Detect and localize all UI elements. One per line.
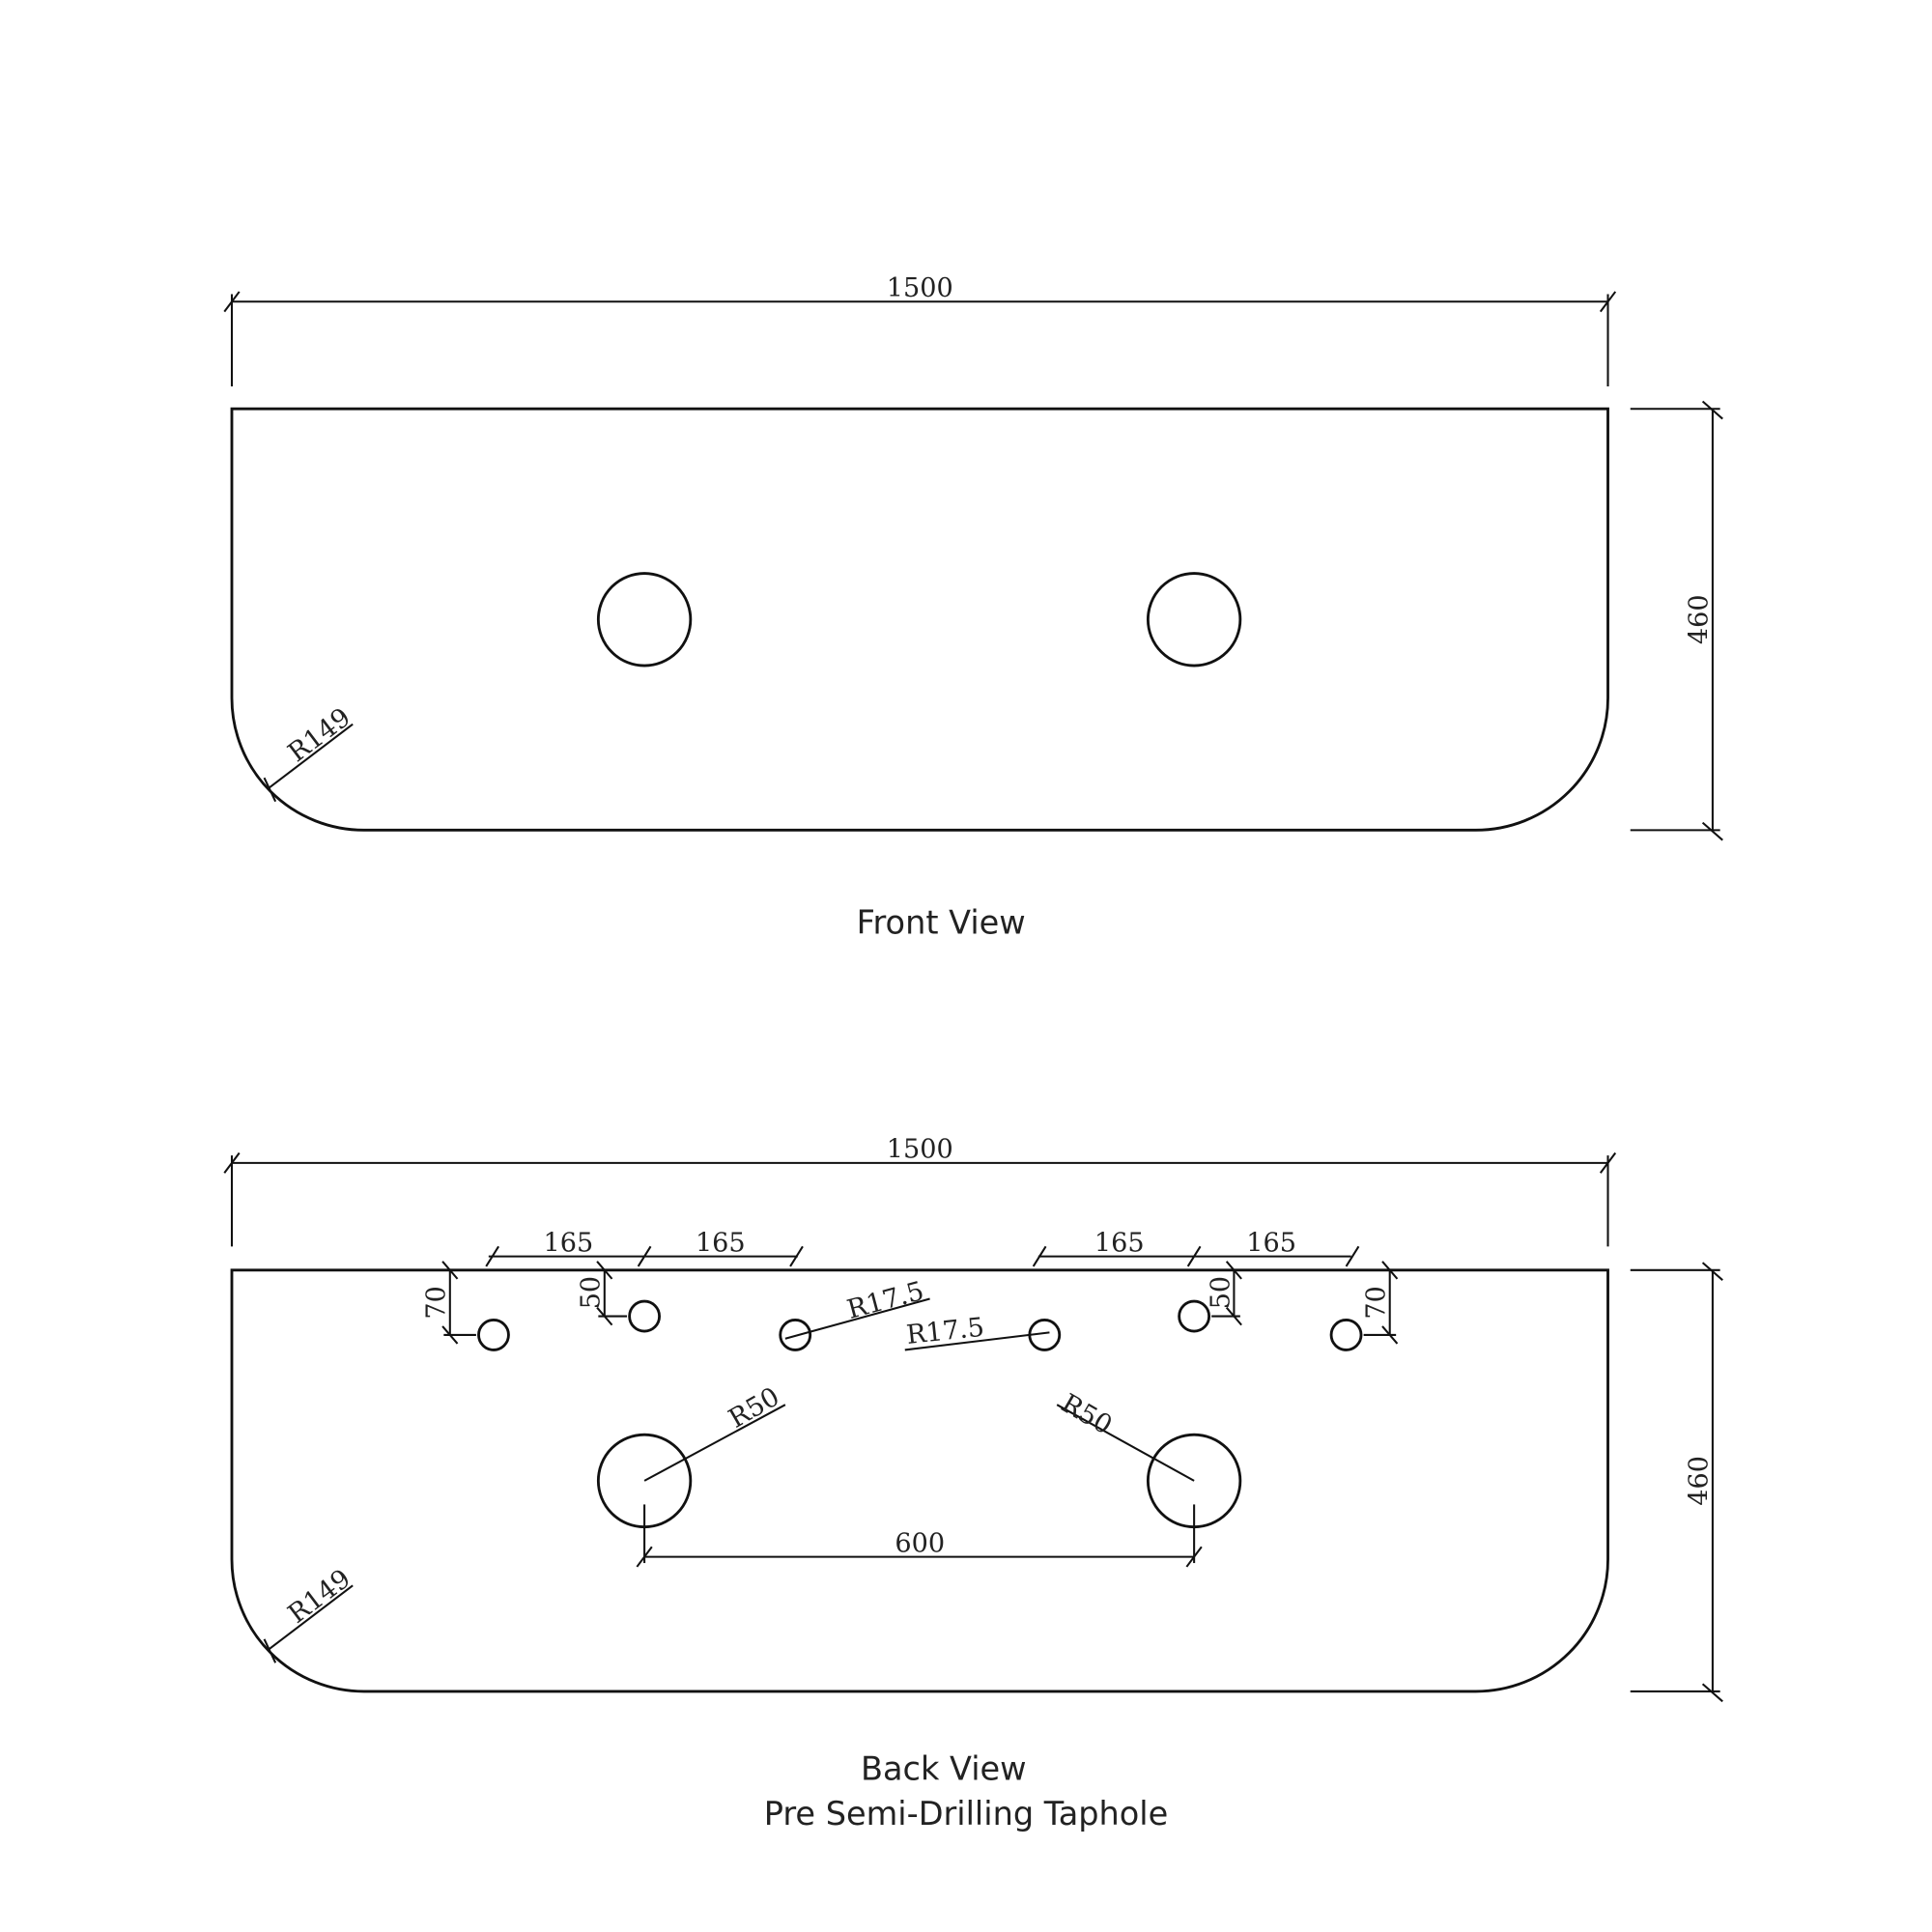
taphole: [779, 1319, 812, 1351]
back-outline: [230, 1268, 1609, 1693]
front-outline: [230, 407, 1609, 832]
height-dimension: [1630, 1262, 1723, 1703]
taphole: [1178, 1299, 1211, 1333]
offset-dimensions: [441, 1261, 1399, 1345]
basin-hole-right: [1146, 572, 1242, 668]
width-label: 1500: [887, 1135, 953, 1165]
radius-leader: [269, 723, 354, 789]
offset-label: 50: [1206, 1276, 1236, 1309]
back-view: 1500 460 165 165 165 165: [223, 1135, 1723, 1833]
height-dimension: [1630, 400, 1723, 841]
basin-radius-leader: [643, 1404, 786, 1482]
back-view-caption: Back View: [861, 1750, 1027, 1788]
taphole-radius-label: R17.5: [905, 1313, 985, 1350]
taphole: [1329, 1319, 1363, 1351]
front-view: 1500 460 R149 Front View: [223, 273, 1723, 941]
offset-label: 70: [1362, 1286, 1392, 1319]
spacing-label: 165: [696, 1228, 746, 1258]
back-view-subcaption: Pre Semi-Drilling Taphole: [764, 1795, 1169, 1833]
radius-label: R149: [283, 702, 356, 768]
spacing-label: 165: [1094, 1228, 1145, 1258]
basin-radius-leader: [1056, 1404, 1195, 1482]
taphole-radius-label: R17.5: [844, 1276, 927, 1325]
radius-label: R149: [283, 1564, 356, 1630]
spacing-label: 165: [1246, 1228, 1296, 1258]
width-dimension: [223, 291, 1617, 386]
basin-spacing-dimension: [636, 1504, 1203, 1568]
taphole-radius-leader: [784, 1297, 930, 1340]
taphole-radius-leader: [904, 1331, 1050, 1351]
spacing-dimensions: [485, 1245, 1360, 1267]
height-label: 460: [1685, 1456, 1715, 1506]
taphole: [477, 1319, 510, 1351]
spacing-label: 165: [544, 1228, 594, 1258]
offset-label: 50: [577, 1276, 607, 1309]
width-dimension: [223, 1151, 1617, 1247]
basin-hole-left: [596, 572, 693, 668]
offset-label: 70: [422, 1286, 452, 1319]
basin-spacing-label: 600: [895, 1528, 945, 1558]
basin-radius-label: R50: [724, 1381, 784, 1434]
radius-leader: [269, 1584, 354, 1650]
height-label: 460: [1685, 594, 1715, 644]
front-view-caption: Front View: [857, 903, 1026, 941]
taphole: [628, 1299, 661, 1333]
width-label: 1500: [887, 273, 953, 303]
